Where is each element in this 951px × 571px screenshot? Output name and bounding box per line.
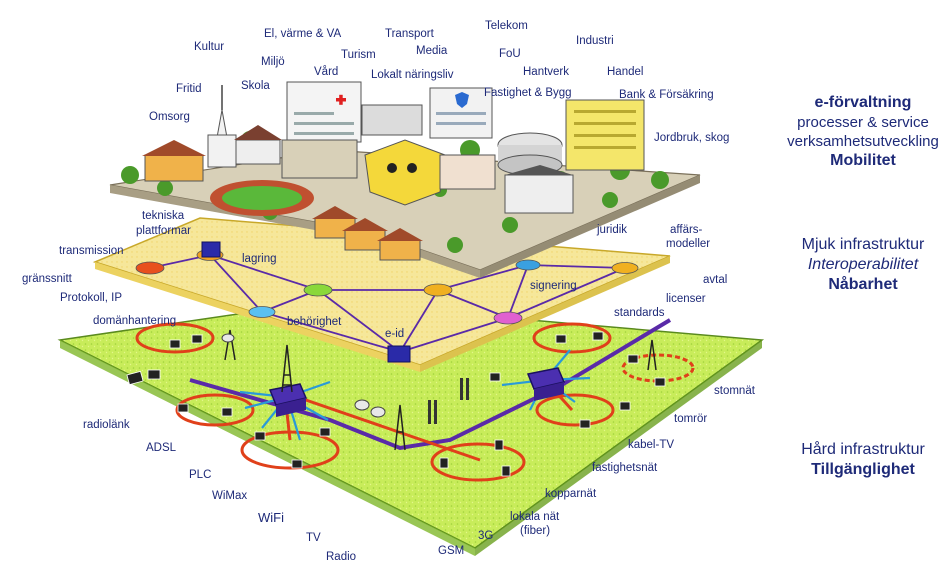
- hard-label: lokala nät: [510, 511, 560, 523]
- hard-label: radiolänk: [83, 419, 130, 431]
- city-layer: [109, 81, 701, 278]
- hard-label: ADSL: [146, 442, 177, 454]
- hard-label: TV: [306, 532, 321, 544]
- hard-label: PLC: [189, 469, 212, 481]
- side-bottom-title: Hård infrastruktur: [801, 441, 925, 458]
- soft-label: affärs-: [670, 224, 703, 236]
- city-label: Fastighet & Bygg: [484, 87, 572, 99]
- soft-label: lagring: [242, 253, 277, 265]
- city-label: Handel: [607, 66, 644, 78]
- city-label: Telekom: [485, 20, 528, 32]
- soft-label: gränssnitt: [22, 273, 72, 285]
- hard-label: (fiber): [520, 525, 551, 537]
- side-middle-bold: Nåbarhet: [828, 276, 898, 293]
- house-icon: [142, 140, 423, 261]
- network-hub-icon: [268, 367, 566, 417]
- city-label: Transport: [385, 28, 434, 40]
- soft-label: domänhantering: [93, 315, 177, 327]
- hard-label: 3G: [478, 530, 494, 542]
- city-label: Lokalt näringsliv: [371, 69, 454, 81]
- arena-icon: [364, 139, 446, 206]
- city-label: El, värme & VA: [264, 28, 342, 40]
- city-label: Kultur: [194, 41, 225, 53]
- bank-building-icon: [565, 99, 645, 171]
- side-middle-title: Mjuk infrastruktur: [801, 236, 925, 253]
- city-label: Fritid: [176, 83, 202, 95]
- hard-label: Radio: [326, 551, 357, 563]
- city-label: Industri: [576, 35, 614, 47]
- soft-label: juridik: [597, 224, 628, 236]
- soft-label: e-id: [385, 328, 405, 340]
- hospital-icon: [286, 81, 362, 143]
- hard-label: tomrör: [674, 413, 708, 425]
- hard-label: kabel-TV: [628, 439, 675, 451]
- city-label: Jordbruk, skog: [654, 132, 730, 144]
- side-legend-bottom: Hård infrastruktur Tillgänglighet: [780, 440, 946, 480]
- hard-label: WiMax: [212, 490, 248, 502]
- city-label: FoU: [499, 48, 521, 60]
- hard-label: kopparnät: [545, 488, 597, 500]
- city-label: Omsorg: [149, 111, 190, 123]
- city-label: Vård: [314, 66, 339, 78]
- city-label: Bank & Försäkring: [619, 89, 714, 101]
- side-top-line1: processer & service: [797, 114, 929, 131]
- hard-infrastructure-layer: [57, 301, 765, 556]
- city-label: Media: [416, 45, 448, 57]
- soft-label: behörighet: [287, 316, 342, 328]
- satellite-dish-icon: [221, 333, 386, 418]
- hard-label: fastighetsnät: [592, 462, 658, 474]
- side-legend-top: e-förvaltning processer & service verksa…: [780, 93, 946, 171]
- school-icon: [281, 139, 574, 214]
- side-top-title: e-förvaltning: [814, 94, 912, 111]
- soft-label: Protokoll, IP: [60, 292, 122, 304]
- mobile-mast-icon: [428, 378, 469, 424]
- soft-label: avtal: [703, 274, 728, 286]
- side-top-line2: verksamhetsutveckling: [787, 133, 939, 150]
- soft-label: transmission: [59, 245, 124, 257]
- city-label: Skola: [241, 80, 270, 92]
- soft-label: licenser: [666, 293, 706, 305]
- server-box-icon: [201, 241, 411, 363]
- side-middle-italic: Interoperabilitet: [807, 256, 919, 273]
- hard-label: stomnät: [714, 385, 755, 397]
- church-icon: [207, 85, 282, 168]
- hard-label: GSM: [438, 545, 465, 557]
- soft-label: standards: [614, 307, 665, 319]
- soft-label: modeller: [666, 238, 711, 250]
- hard-label: WiFi: [258, 510, 284, 525]
- soft-label: plattformar: [136, 225, 191, 237]
- side-top-bold: Mobilitet: [830, 152, 896, 169]
- soft-label: signering: [530, 280, 577, 292]
- city-label: Hantverk: [523, 66, 570, 78]
- city-label: Turism: [341, 49, 376, 61]
- soft-label: tekniska: [142, 210, 185, 222]
- city-label: Miljö: [261, 56, 285, 68]
- sports-field-icon: [210, 180, 314, 216]
- office-building-icon: [361, 87, 493, 139]
- side-legend-middle: Mjuk infrastruktur Interoperabilitet Nåb…: [780, 235, 946, 295]
- radio-tower-icon: [224, 329, 657, 451]
- side-bottom-bold: Tillgänglighet: [811, 461, 915, 478]
